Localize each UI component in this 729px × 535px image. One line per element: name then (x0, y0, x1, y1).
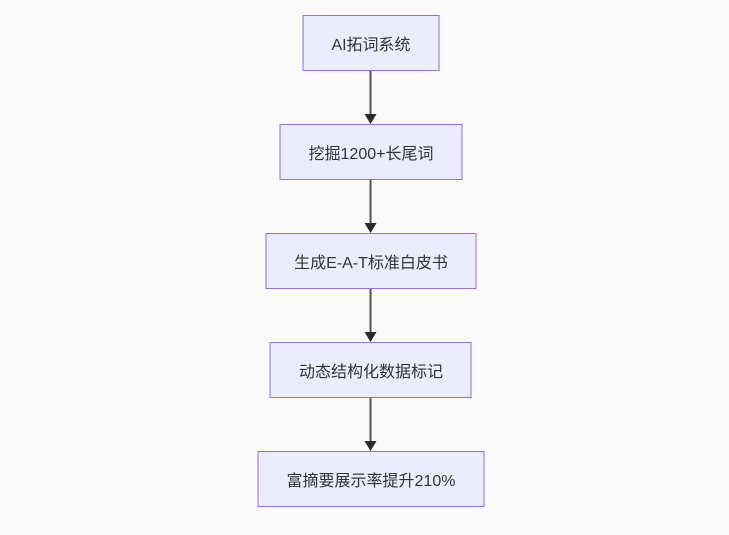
arrowhead-down-icon (365, 441, 377, 451)
flow-node-label: 富摘要展示率提升210% (286, 473, 456, 490)
arrow-line (370, 398, 372, 441)
arrow-line (370, 71, 372, 114)
arrowhead-down-icon (365, 223, 377, 233)
flow-node-longtail-mining: 挖掘1200+长尾词 (279, 124, 463, 180)
arrowhead-down-icon (365, 332, 377, 342)
flow-node-label: 动态结构化数据标记 (298, 364, 443, 381)
arrowhead-down-icon (365, 114, 377, 124)
flow-node-label: AI拓词系统 (331, 37, 411, 54)
flow-node-structured-data-markup: 动态结构化数据标记 (269, 342, 472, 398)
flow-node-ai-keyword-system: AI拓词系统 (302, 15, 440, 71)
flow-node-rich-snippet-rate: 富摘要展示率提升210% (257, 451, 485, 507)
flow-arrow (365, 180, 377, 233)
flow-arrow (365, 289, 377, 342)
flow-node-label: 生成E-A-T标准白皮书 (294, 255, 448, 272)
arrow-line (370, 289, 372, 332)
flow-node-eat-whitepaper: 生成E-A-T标准白皮书 (265, 233, 477, 289)
flow-arrow (365, 398, 377, 451)
arrow-line (370, 180, 372, 223)
flow-arrow (365, 71, 377, 124)
flow-node-label: 挖掘1200+长尾词 (308, 146, 434, 163)
flowchart-canvas: AI拓词系统 挖掘1200+长尾词 生成E-A-T标准白皮书 动态结构化数据标记… (257, 15, 485, 507)
